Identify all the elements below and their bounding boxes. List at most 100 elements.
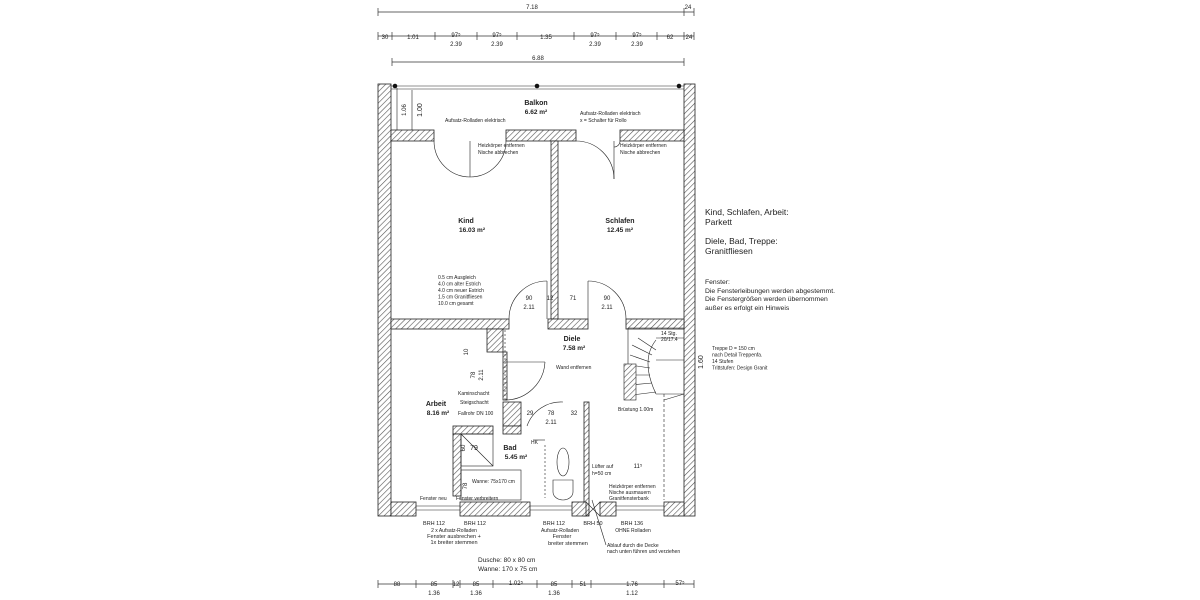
door-71: 71: [570, 296, 577, 302]
dim-overall: 7.18: [526, 5, 538, 11]
stair-steps: 14 Stg.: [661, 331, 677, 337]
brh-1: BRH 112: [423, 521, 445, 527]
brh-2: BRH 112: [464, 521, 486, 527]
plan-annotations: 1.06 1.00 Aufsatz-Rolladen elektrisch Au…: [402, 103, 768, 502]
room-areas: 6.62 m² 16.03 m² 12.45 m² 7.58 m² 8.16 m…: [427, 109, 634, 461]
heiz-left-1: Heizkörper entfernen: [478, 143, 525, 149]
heiz-bad-1: Heizkörper entfernen: [609, 484, 656, 490]
door-arbeit-h: 2.11: [479, 369, 485, 381]
hk-label: HK: [531, 440, 539, 446]
stair-note-3: Trittstufen: Design Granit: [712, 366, 768, 372]
dim-overall-right: 24: [685, 5, 692, 11]
dim-inner: 6.88: [532, 56, 544, 62]
ablauf-2: nach unten führen und verziehen: [607, 549, 680, 555]
legend-line-3: Diele, Bad, Treppe:: [705, 236, 778, 246]
dim-top-8: 24: [686, 35, 693, 41]
bad-78: 78: [463, 482, 469, 489]
wanne-label: Wanne: 75x170 cm: [472, 479, 515, 485]
floor-build-4: 10.0 cm gesamt: [438, 301, 474, 307]
room-bad-name: Bad: [503, 445, 516, 452]
bottom-dimension-texts: 88 85 12 85 1.02⁵ 85 51 1.76 57⁵ 1.36 1.…: [394, 580, 685, 597]
brh-4: BRH 50: [583, 521, 602, 527]
dim-top-1: 1.01: [407, 35, 419, 41]
brh-sub-mid-1: Aufsatz-Rolladen: [541, 528, 579, 534]
kamin-3: Fallrohr DN 100: [458, 411, 494, 417]
dim-top-sub-1: 2.39: [491, 42, 503, 48]
bruestung: Brüstung 1.00m: [618, 407, 653, 413]
room-kind-name: Kind: [458, 218, 474, 225]
dim-top-6: 97⁵: [632, 32, 642, 39]
luefter-2: h=50 cm: [592, 471, 611, 477]
bottom-dimension-lines: [377, 580, 695, 588]
legend-line-2: Parkett: [705, 217, 732, 227]
room-balkon-name: Balkon: [524, 100, 547, 107]
fenster-neu: Fenster neu: [420, 496, 447, 502]
stair-dim: 1.60: [698, 355, 705, 369]
kamin-2: Steigschacht: [460, 400, 489, 406]
door-schlafen-h: 2.11: [601, 305, 613, 311]
luefter-1: Lüfter auf: [592, 464, 614, 470]
brh-sub-mid-2: Fenster: [553, 534, 572, 540]
room-bad-area: 5.45 m²: [505, 454, 528, 461]
heiz-right-2: Nische abbrechen: [620, 150, 661, 156]
dim-bottom-3: 85: [473, 582, 480, 588]
floor-build-3: 1.5 cm Granitfliesen: [438, 295, 483, 301]
heiz-bad-3: Granitfensterbank: [609, 496, 649, 502]
window-note-1: Fenster:: [705, 279, 730, 286]
door-schlafen-w: 90: [604, 296, 611, 302]
brh-5: BRH 136: [621, 521, 643, 527]
window-note-4: außer es erfolgt ein Hinweis: [705, 304, 790, 312]
dim-10: 10: [464, 348, 470, 355]
balcony-posts: [392, 83, 682, 89]
fixture-sizes: Dusche: 80 x 80 cm Wanne: 170 x 75 cm: [478, 557, 537, 573]
brh-sub-left-3: 1x breiter stemmen: [430, 540, 477, 546]
bad-32: 32: [571, 411, 578, 417]
walls: [377, 83, 696, 517]
dim-bottom-sub-3: 1.12: [626, 591, 638, 597]
brh-sub-mid-3: breiter stemmen: [548, 541, 588, 547]
kamin-1: Kaminschacht: [458, 391, 490, 397]
dim-top-0: 30: [382, 35, 389, 41]
door-kind-h: 2.11: [523, 305, 535, 311]
top-dimension-texts: 7.18 24 30 1.01 97⁵ 97⁵ 1.35 97⁵ 97⁵ 62 …: [382, 5, 693, 62]
legend-line-1: Kind, Schlafen, Arbeit:: [705, 207, 789, 217]
bad-60: 60: [461, 444, 467, 451]
heiz-bad-2: Nische ausmauern: [609, 490, 651, 496]
room-labels: Balkon Kind Schlafen Diele Arbeit Bad: [426, 100, 635, 452]
flooring-legend-granit: Diele, Bad, Treppe: Granitfliesen: [705, 236, 778, 256]
floor-build-2: 4.0 cm neuer Estrich: [438, 288, 484, 294]
door-arbeit-w: 78: [471, 371, 477, 378]
floor-build-1: 4.0 cm alter Estrich: [438, 282, 481, 288]
bad-door-w: 78: [548, 411, 555, 417]
window-note: Fenster: Die Fensterleibungen werden abg…: [705, 279, 835, 313]
room-diele-name: Diele: [564, 336, 581, 343]
floor-build-0: 0.5 cm Ausgleich: [438, 275, 476, 281]
rollladen-right-2: x = Schalter für Rollo: [580, 118, 627, 124]
size-wanne: Wanne: 170 x 75 cm: [478, 566, 537, 573]
dim-bottom-sub-2: 1.36: [548, 591, 560, 597]
dim-bottom-sub-1: 1.36: [470, 591, 482, 597]
rollladen-right-1: Aufsatz-Rolladen elektrisch: [580, 111, 641, 117]
bad-79: 79: [470, 445, 478, 452]
room-kind-area: 16.03 m²: [459, 227, 486, 234]
balkon-depth-1: 1.06: [402, 104, 408, 116]
window-note-2: Die Fensterleibungen werden abgestemmt.: [705, 287, 835, 295]
brh-3: BRH 112: [543, 521, 565, 527]
brh-labels: BRH 112 BRH 112 BRH 112 BRH 50 BRH 136 2…: [423, 521, 680, 555]
room-arbeit-name: Arbeit: [426, 401, 447, 408]
ablauf-1: Ablauf durch die Decke: [607, 543, 659, 549]
window-note-3: Die Fenstergrößen werden übernommen: [705, 296, 828, 304]
room-schlafen-name: Schlafen: [605, 218, 634, 225]
eleven-label: 11⁵: [634, 463, 643, 470]
dim-bottom-5: 85: [551, 582, 558, 588]
stair-ratio: 20/17.4: [661, 337, 678, 343]
bad-29: 29: [527, 411, 534, 417]
fenster-verbreitern: Fenster verbreitern: [456, 496, 498, 502]
room-arbeit-area: 8.16 m²: [427, 410, 450, 417]
dim-bottom-1: 85: [431, 582, 438, 588]
dim-top-sub-2: 2.39: [589, 42, 601, 48]
dim-top-sub-3: 2.39: [631, 42, 643, 48]
stair-note-2: 14 Stufen: [712, 359, 734, 365]
dim-bottom-8: 57⁵: [675, 580, 685, 587]
